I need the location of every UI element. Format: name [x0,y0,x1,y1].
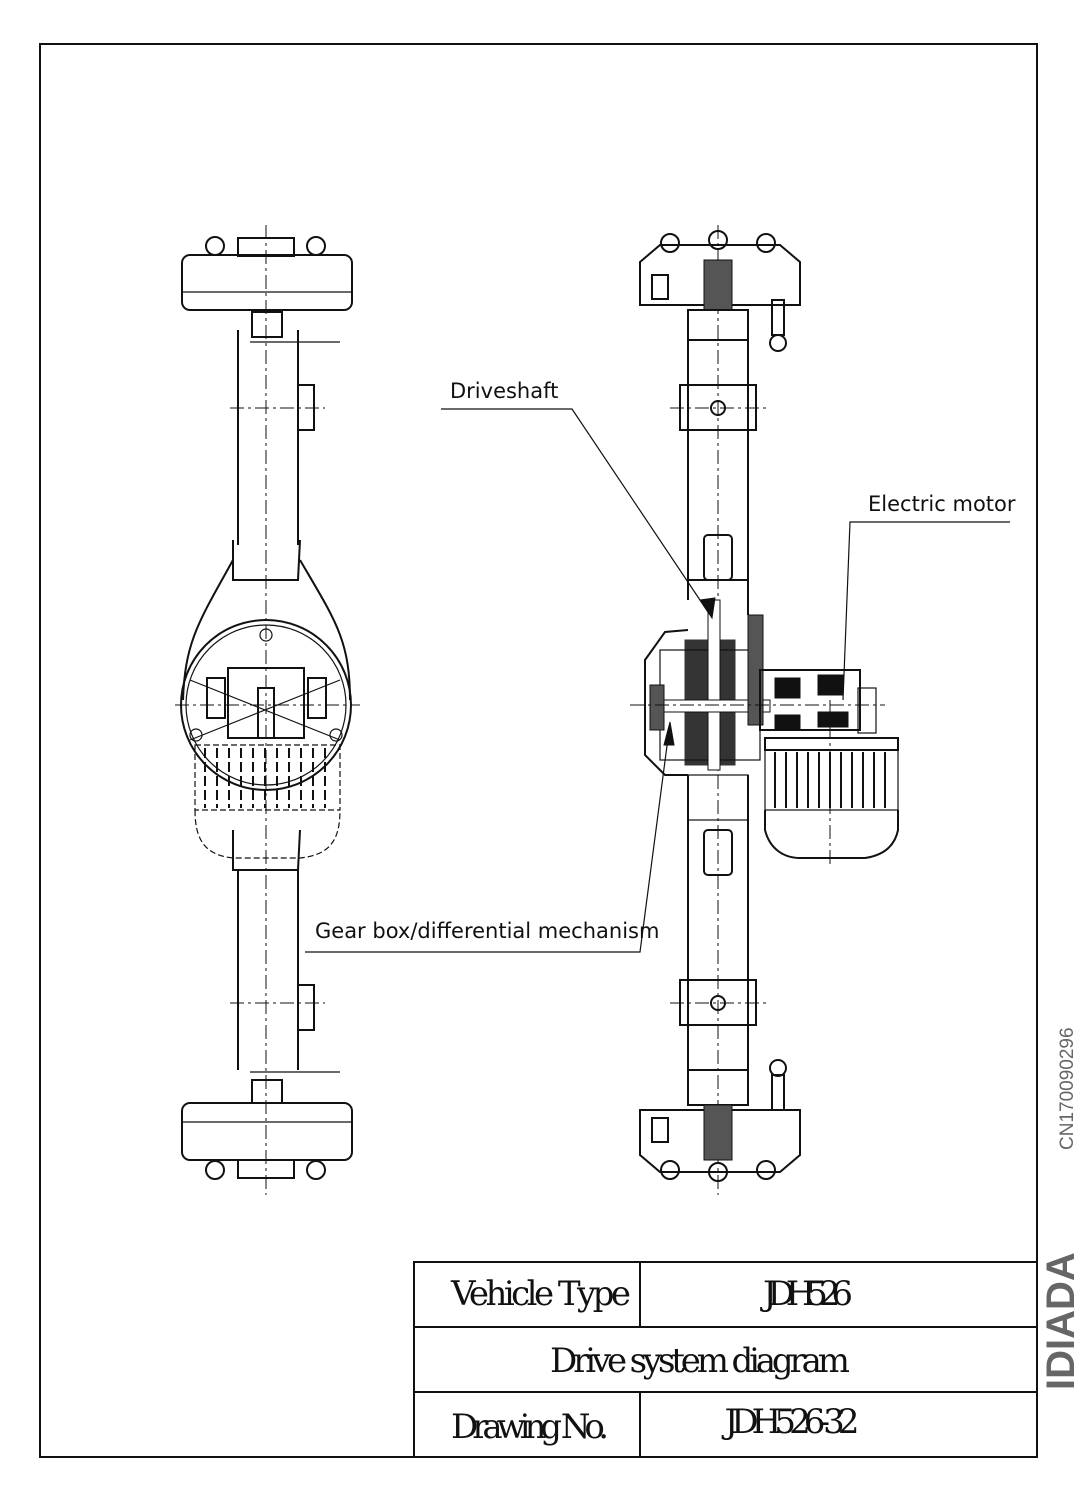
axle-section-view [630,225,899,1195]
drawing-no-value: JDH526-32 [722,1402,860,1442]
watermark-code: CN170090296 [1057,1027,1078,1150]
drawing-no-label: Drawing No. [451,1407,609,1447]
axle-rear-view [175,225,360,1195]
watermark: CN170090296 IDIADA [1039,1027,1083,1390]
title-block: Vehicle Type JDH526 Drive system diagram… [413,1261,1038,1458]
label-gearbox: Gear box/differential mechanism [315,919,659,943]
drawing-title: Drive system diagram [550,1341,850,1381]
callout-driveshaft: Driveshaft [441,379,716,620]
watermark-logo: IDIADA [1039,1252,1083,1390]
vehicle-type-label: Vehicle Type [450,1274,631,1314]
callout-gearbox: Gear box/differential mechanism [305,721,675,953]
callout-electric-motor: Electric motor [842,492,1016,701]
vehicle-type-value: JDH526 [760,1274,853,1314]
left-hatched-block [194,744,341,811]
label-driveshaft: Driveshaft [450,379,558,403]
label-electric-motor: Electric motor [868,492,1016,516]
electric-motor-shape [764,700,899,865]
